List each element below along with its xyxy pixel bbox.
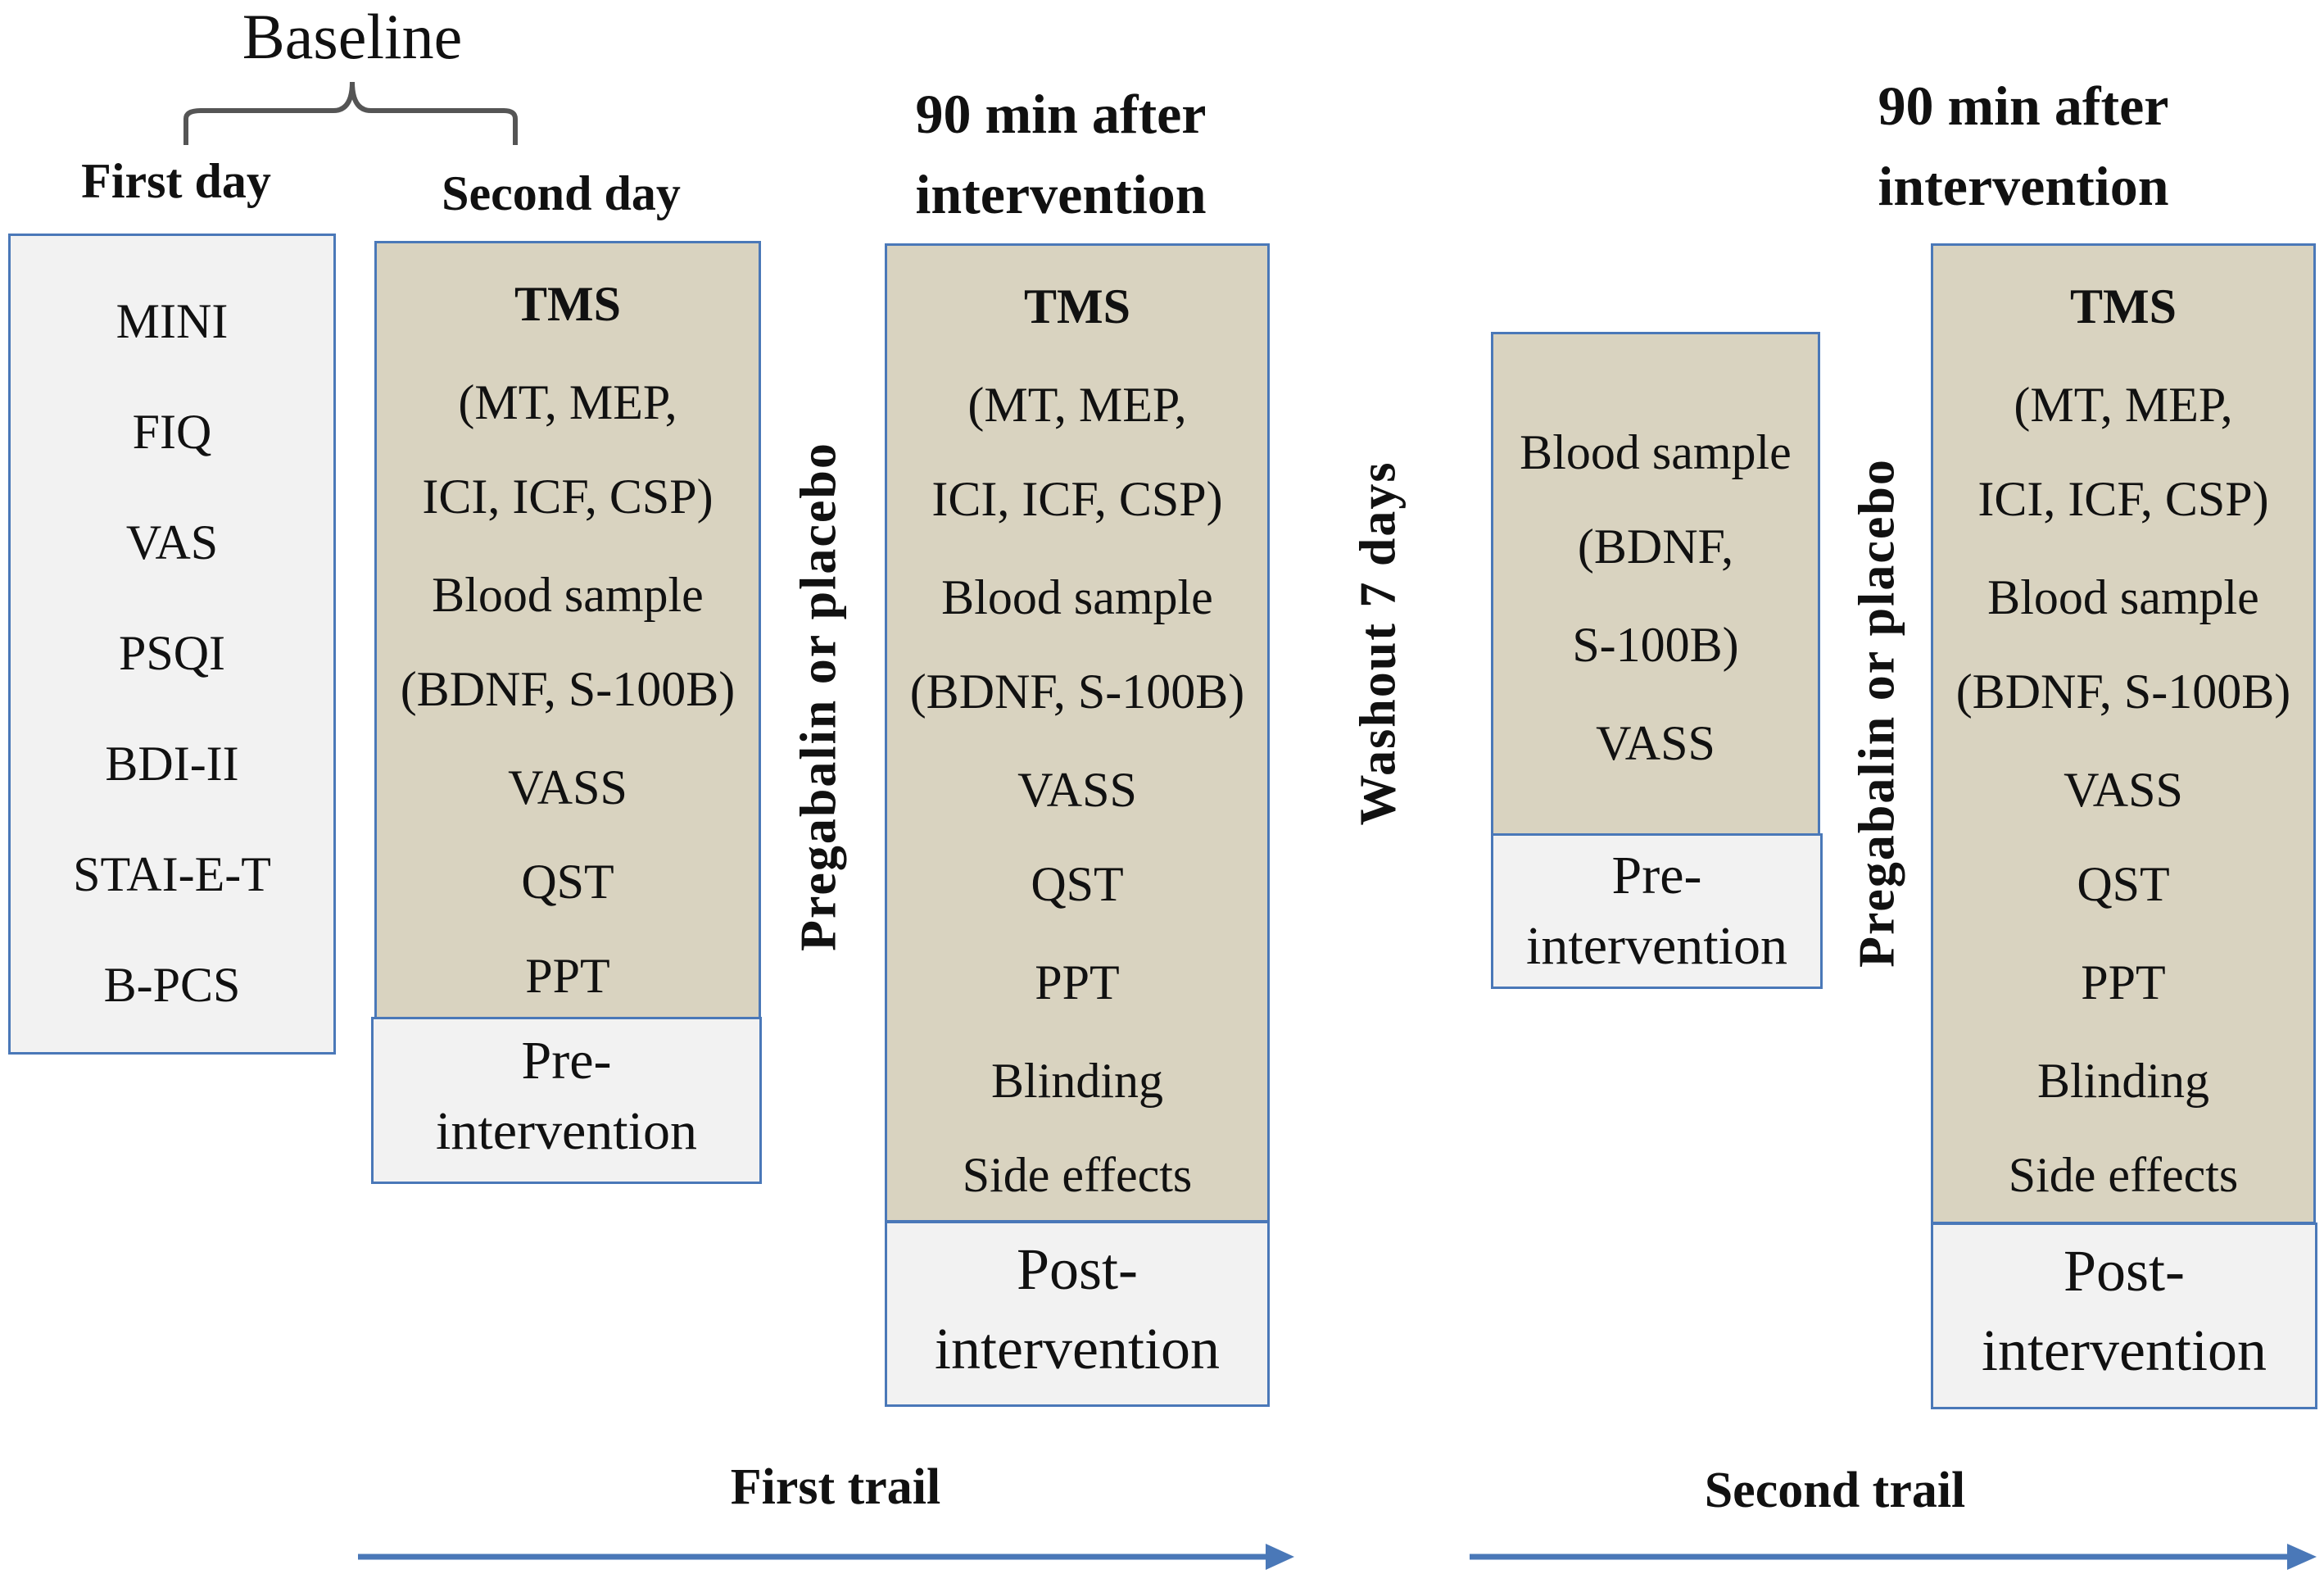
list-item: B-PCS (103, 958, 241, 1012)
stage-label-line: intervention (436, 1100, 697, 1161)
list-item: PPT (1035, 955, 1120, 1009)
second-trail-label: Second trail (1704, 1463, 1966, 1518)
list-item: QST (521, 855, 614, 909)
list-item: PSQI (118, 626, 226, 680)
first-trail-arrow-line (358, 1544, 1294, 1570)
list-item: Side effects (2008, 1148, 2239, 1202)
stage-label-line: Post- (2063, 1238, 2186, 1304)
list-item: Blinding (2036, 1054, 2210, 1108)
header-line: 90 min after (1878, 75, 2169, 137)
list-item: Blood sample (1520, 425, 1792, 479)
list-item: VAS (125, 515, 219, 569)
second-day-header: Second day (442, 166, 681, 220)
list-item: (MT, MEP, (2014, 378, 2233, 432)
list-item: ICI, ICF, CSP) (931, 472, 1223, 526)
list-item: VASS (2064, 763, 2183, 817)
first-day-box: MINI FIQ VAS PSQI BDI-II STAI-E-T B-PCS (8, 234, 336, 1055)
stage-label-line: Pre- (521, 1031, 612, 1091)
first-trail-label: First trail (730, 1459, 941, 1515)
list-item: ICI, ICF, CSP) (1977, 472, 2269, 526)
header-line: 90 min after (915, 83, 1207, 145)
list-item: Blood sample (1987, 570, 2259, 624)
second-pre-measures-box: Blood sample (BDNF, S-100B) VASS (1491, 332, 1820, 836)
list-item: Blinding (990, 1054, 1164, 1108)
list-item: (BDNF, (1577, 519, 1734, 574)
first-post-header: 90 min after intervention (868, 86, 1253, 222)
list-item: PPT (2081, 955, 2166, 1009)
list-item: Side effects (962, 1148, 1193, 1202)
list-item: S-100B) (1572, 618, 1739, 672)
list-item: QST (1031, 857, 1124, 911)
stage-label-line: intervention (1526, 915, 1787, 976)
list-item: BDI-II (105, 737, 239, 791)
list-item: (MT, MEP, (458, 375, 677, 429)
baseline-label: Baseline (242, 1, 463, 72)
first-post-stage-box: Post- intervention (885, 1221, 1270, 1407)
washout-label: Washout 7 days (1350, 460, 1407, 826)
intervention-1-label: Pregabalin or placebo (791, 442, 847, 951)
header-line: intervention (1878, 155, 2169, 217)
list-item: TMS (514, 277, 622, 331)
list-item: TMS (1023, 279, 1131, 333)
list-item: (BDNF, S-100B) (1955, 665, 2291, 719)
stage-label-line: intervention (935, 1316, 1220, 1382)
stage-label-line: Pre- (1611, 846, 1702, 905)
second-trail-arrow-line (1470, 1544, 2317, 1570)
list-item: FIQ (132, 405, 212, 459)
list-item: STAI-E-T (73, 847, 271, 901)
list-item: Blood sample (432, 568, 704, 622)
list-item: QST (2077, 857, 2170, 911)
list-item: TMS (2069, 279, 2177, 333)
second-post-stage-box: Post- intervention (1931, 1222, 2317, 1409)
list-item: VASS (1017, 763, 1137, 817)
list-item: (BDNF, S-100B) (909, 665, 1245, 719)
second-post-header: 90 min after intervention (1831, 78, 2216, 214)
first-post-measures-box: TMS (MT, MEP, ICI, ICF, CSP) Blood sampl… (885, 243, 1270, 1222)
list-item: PPT (525, 949, 610, 1003)
second-pre-stage-box: Pre- intervention (1491, 833, 1823, 989)
baseline-brace (183, 81, 518, 145)
header-line: intervention (915, 163, 1207, 225)
list-item: (MT, MEP, (967, 378, 1187, 432)
second-post-measures-box: TMS (MT, MEP, ICI, ICF, CSP) Blood sampl… (1931, 243, 2316, 1224)
stage-label-line: Post- (1016, 1236, 1139, 1302)
list-item: VASS (508, 760, 627, 814)
list-item: VASS (1596, 716, 1715, 770)
list-item: ICI, ICF, CSP) (422, 469, 714, 524)
list-item: MINI (116, 294, 229, 348)
stage-label-line: intervention (1982, 1318, 2267, 1384)
second-day-stage-box: Pre- intervention (371, 1017, 762, 1184)
second-day-measures-box: TMS (MT, MEP, ICI, ICF, CSP) Blood sampl… (374, 241, 761, 1019)
list-item: (BDNF, S-100B) (400, 662, 736, 716)
list-item: Blood sample (941, 570, 1213, 624)
intervention-2-label: Pregabalin or placebo (1849, 458, 1905, 968)
first-day-header: First day (81, 154, 271, 208)
